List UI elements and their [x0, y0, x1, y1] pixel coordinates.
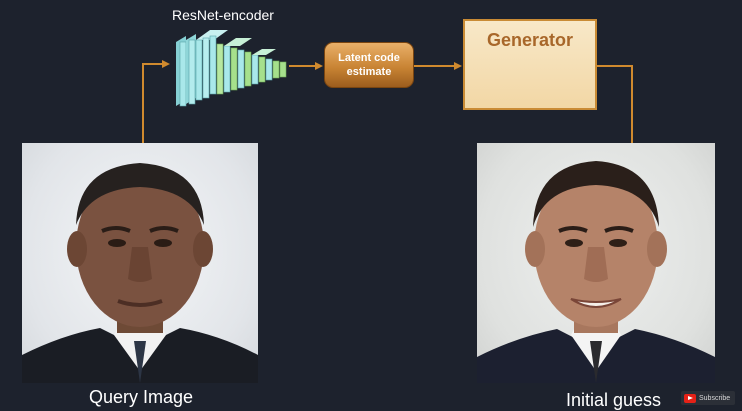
youtube-play-icon	[684, 393, 696, 403]
latent-label-line1: Latent code	[338, 52, 400, 64]
latent-label-line2: estimate	[346, 66, 392, 78]
initial-guess-image	[477, 143, 715, 383]
encoder-label: ResNet-encoder	[172, 7, 274, 23]
generator-title: Generator	[486, 30, 574, 50]
arrow-generator-to-output	[597, 65, 636, 152]
subscribe-button[interactable]: Subscribe	[681, 391, 735, 405]
latent-code-box: Latent code estimate	[324, 42, 414, 88]
query-image-caption: Query Image	[89, 387, 194, 407]
resnet-encoder-layers-icon	[176, 30, 287, 107]
generator-box: Generator	[463, 19, 597, 110]
arrow-query-to-encoder	[142, 60, 170, 143]
subscribe-label: Subscribe	[699, 394, 731, 402]
query-image	[22, 143, 258, 383]
initial-guess-caption: Initial guess	[566, 390, 662, 410]
